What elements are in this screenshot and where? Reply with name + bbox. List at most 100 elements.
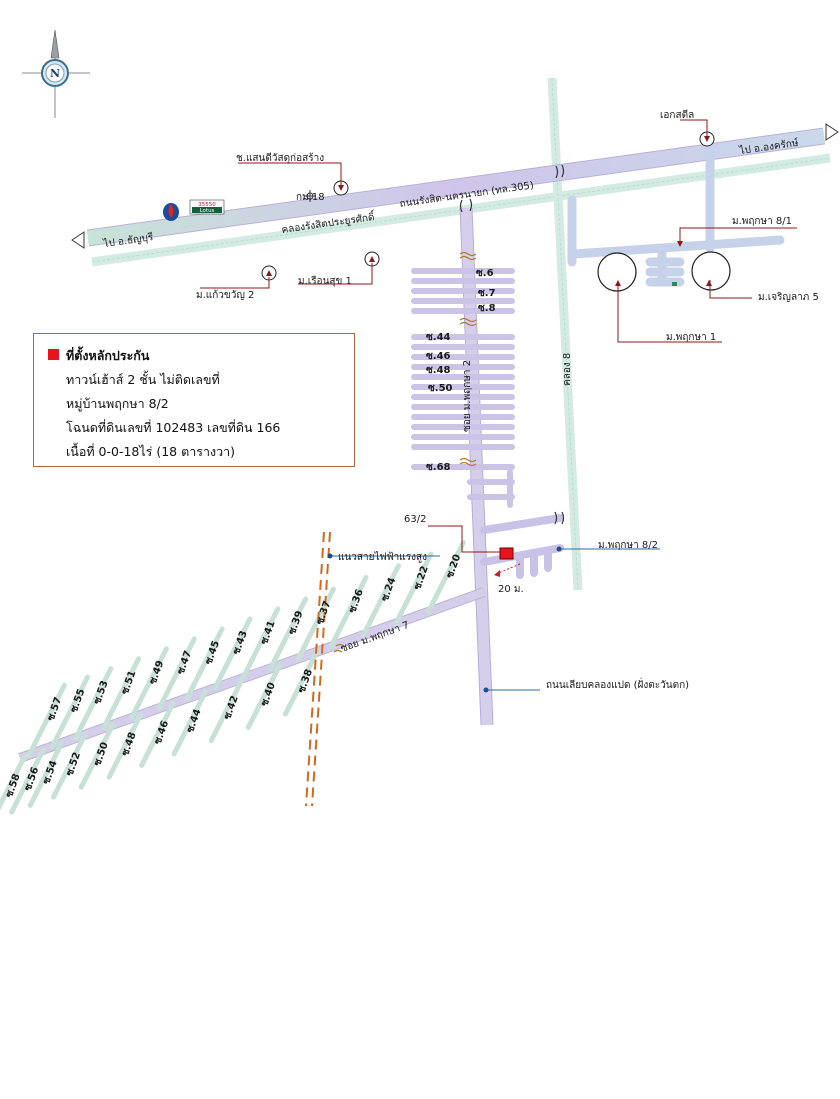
diag-soi-road	[360, 563, 401, 638]
soi-label: ซ.48	[426, 365, 451, 376]
main-highway	[71, 123, 839, 249]
soi-pruksa-7	[18, 587, 486, 763]
diag-soi-road	[0, 753, 28, 811]
diag-soi-road	[184, 626, 225, 701]
diag-soi-road	[101, 656, 142, 731]
diag-soi-road	[128, 646, 169, 721]
diag-soi-label: ซ.55	[69, 687, 88, 714]
legend-line3: หมู่บ้านพฤกษา 8/2	[66, 396, 169, 411]
soi-label: ซ.6	[476, 268, 494, 279]
diag-soi-label: ซ.51	[120, 669, 139, 696]
legend-box: ที่ตั้งหลักประกัน ทาวน์เฮ้าส์ 2 ชั้น ไม่…	[33, 333, 355, 467]
compass-letter: N	[50, 67, 60, 80]
diag-soi-road	[73, 666, 114, 741]
right-road-network	[567, 145, 785, 287]
distance-label: 20 ม.	[498, 584, 524, 595]
side-sois-main	[411, 268, 515, 508]
blue-dots	[327, 546, 562, 693]
lotus-sign: 35550 Lotus	[189, 199, 225, 215]
property-legend-marker	[48, 349, 59, 360]
kaewkwan2-label: ม.แก้วขวัญ 2	[196, 289, 254, 301]
diag-soi-road	[139, 700, 176, 769]
khlong8-road-label: ถนนเลียบคลองแปด (ฝั่งตะวันตก)	[546, 677, 689, 691]
compass-icon: N	[22, 29, 90, 118]
diag-soi-road	[27, 740, 65, 808]
diag-soi-road	[268, 596, 309, 671]
legend-line2: ทาวน์เฮ้าส์ 2 ชั้น ไม่ติดเลขที่	[66, 372, 220, 387]
khlong8-label: คลอง 8	[562, 353, 573, 386]
diag-soi-label: ซ.44	[185, 708, 204, 735]
diag-soi-road	[208, 675, 246, 744]
soi-label: ซ.68	[426, 462, 451, 473]
green-mark	[672, 282, 677, 286]
diag-soi-label: ซ.20	[445, 553, 464, 580]
diag-soi-label: ซ.40	[259, 681, 278, 708]
diag-soi-label: ซ.38	[296, 668, 315, 695]
diag-soi-road	[240, 606, 281, 681]
lower-branch-roads	[480, 514, 564, 579]
soi-label: ซ.8	[478, 303, 496, 314]
legend-line4: โฉนดที่ดินเลขที่ 102483 เลขที่ดิน 166	[66, 420, 281, 435]
diag-soi-road	[78, 722, 116, 790]
diag-soi-road	[212, 616, 253, 691]
diag-soi-label: ซ.50	[92, 741, 111, 768]
ruensuk1-label: ม.เรือนสุข 1	[298, 275, 352, 287]
diag-soi-label: ซ.48	[120, 731, 139, 758]
km-marker-icon	[304, 190, 316, 202]
diag-soi-road	[9, 747, 46, 815]
diag-soi-road	[49, 674, 91, 749]
diag-soi-label: ซ.41	[259, 619, 278, 646]
lotus-code: 35550	[198, 202, 216, 208]
soi-main-label: ซอย ม.พฤกษา 2	[462, 360, 473, 432]
diag-soi-road	[106, 712, 144, 780]
diag-soi-road	[425, 540, 466, 615]
diag-soi-road	[295, 586, 336, 661]
diag-soi-road	[393, 551, 434, 627]
diag-soi-label: ซ.45	[203, 639, 222, 666]
legend-line1: ที่ตั้งหลักประกัน	[66, 348, 150, 363]
diag-soi-road	[156, 636, 197, 711]
diag-soi-road	[328, 574, 369, 650]
diag-labels-lower: ซ.38ซ.40ซ.42ซ.44ซ.46ซ.48ซ.50ซ.52ซ.54ซ.56…	[4, 668, 315, 799]
diag-soi-label: ซ.37	[315, 599, 334, 626]
diag-soi-label: ซ.53	[92, 679, 111, 706]
soi-label: ซ.44	[426, 332, 451, 343]
diag-soi-road	[50, 732, 88, 800]
diag-soi-label: ซ.43	[231, 629, 250, 656]
pruksa82-label: ม.พฤกษา 8/2	[598, 540, 658, 551]
legend-line5: เนื้อที่ 0-0-18ไร่ (18 ตารางวา)	[66, 444, 235, 459]
diag-soi-label: ซ.36	[347, 588, 366, 615]
pruksa1-label: ม.พฤกษา 1	[666, 332, 716, 343]
pruksa81-label: ม.พฤกษา 8/1	[732, 216, 792, 227]
diag-soi-road	[245, 662, 283, 730]
jaroenlap5-label: ม.เจริญลาภ 5	[758, 292, 819, 303]
diag-soi-label: ซ.47	[175, 649, 194, 676]
soi-label: ซ.46	[426, 351, 451, 362]
ekstil-label: เอกสตีล	[660, 109, 694, 121]
diag-soi-label: ซ.24	[380, 576, 399, 603]
diag-soi-label: ซ.49	[148, 659, 167, 686]
soi-label: ซ.50	[428, 383, 453, 394]
diag-soi-label: ซ.22	[412, 565, 431, 592]
village-circles	[597, 251, 731, 292]
road-markers	[333, 164, 565, 653]
sansiri-label: ช.แสนดีวัสดุก่อสร้าง	[236, 152, 324, 164]
leader-arrowheads	[266, 136, 712, 286]
diag-labels-upper: ซ.20ซ.22ซ.24ซ.36ซ.37ซ.39ซ.41ซ.43ซ.45ซ.47…	[46, 553, 464, 723]
km18-label: กม.18	[296, 192, 325, 203]
diag-soi-label: ซ.54	[41, 759, 60, 786]
diag-soi-label: ซ.46	[153, 719, 172, 746]
diag-sois	[0, 540, 466, 815]
leader-lines	[200, 119, 797, 691]
diag-soi-label: ซ.52	[64, 751, 83, 778]
powerline-label: แนวสายไฟฟ้าแรงสูง	[338, 551, 427, 563]
ptt-logo	[163, 203, 179, 221]
diag-soi-label: ซ.57	[46, 696, 65, 723]
diag-soi-road	[26, 682, 67, 758]
property-marker[interactable]	[494, 547, 521, 577]
diag-soi-label: ซ.42	[222, 694, 241, 721]
house-no-label: 63/2	[404, 514, 426, 525]
diag-soi-road	[171, 689, 209, 757]
powerline	[305, 531, 331, 807]
